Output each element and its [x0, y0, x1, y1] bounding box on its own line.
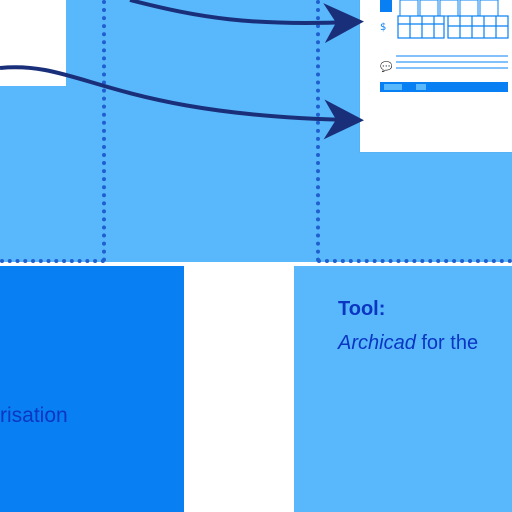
chat-icon: 💬	[380, 60, 393, 73]
dotted-column-frame	[102, 0, 320, 262]
tool-heading: Tool:	[338, 298, 386, 320]
document-thumbnail: $ 💬	[360, 0, 512, 152]
arrows-layer	[0, 0, 364, 140]
thumbnail-row-3	[396, 55, 508, 69]
bottom-middle-gap	[184, 266, 294, 512]
tool-description: Archicad for the	[338, 332, 478, 355]
dotted-divider-right	[317, 259, 512, 263]
dollar-icon: $	[380, 22, 386, 33]
document-thumbnail-graphic: $ 💬	[380, 0, 509, 92]
bottom-left-panel	[0, 266, 184, 512]
arrow-bottom	[0, 65, 364, 140]
tool-name: Archicad	[338, 332, 416, 354]
table-icon	[380, 0, 392, 12]
thumbnail-row-4	[380, 82, 508, 92]
bottom-right-panel	[294, 266, 512, 512]
tool-suffix: for the	[415, 332, 479, 354]
left-fragment-label: risation	[0, 404, 68, 427]
dotted-divider-left	[0, 259, 105, 263]
thumbnail-row-2	[397, 15, 509, 39]
arrow-top	[129, 0, 364, 44]
